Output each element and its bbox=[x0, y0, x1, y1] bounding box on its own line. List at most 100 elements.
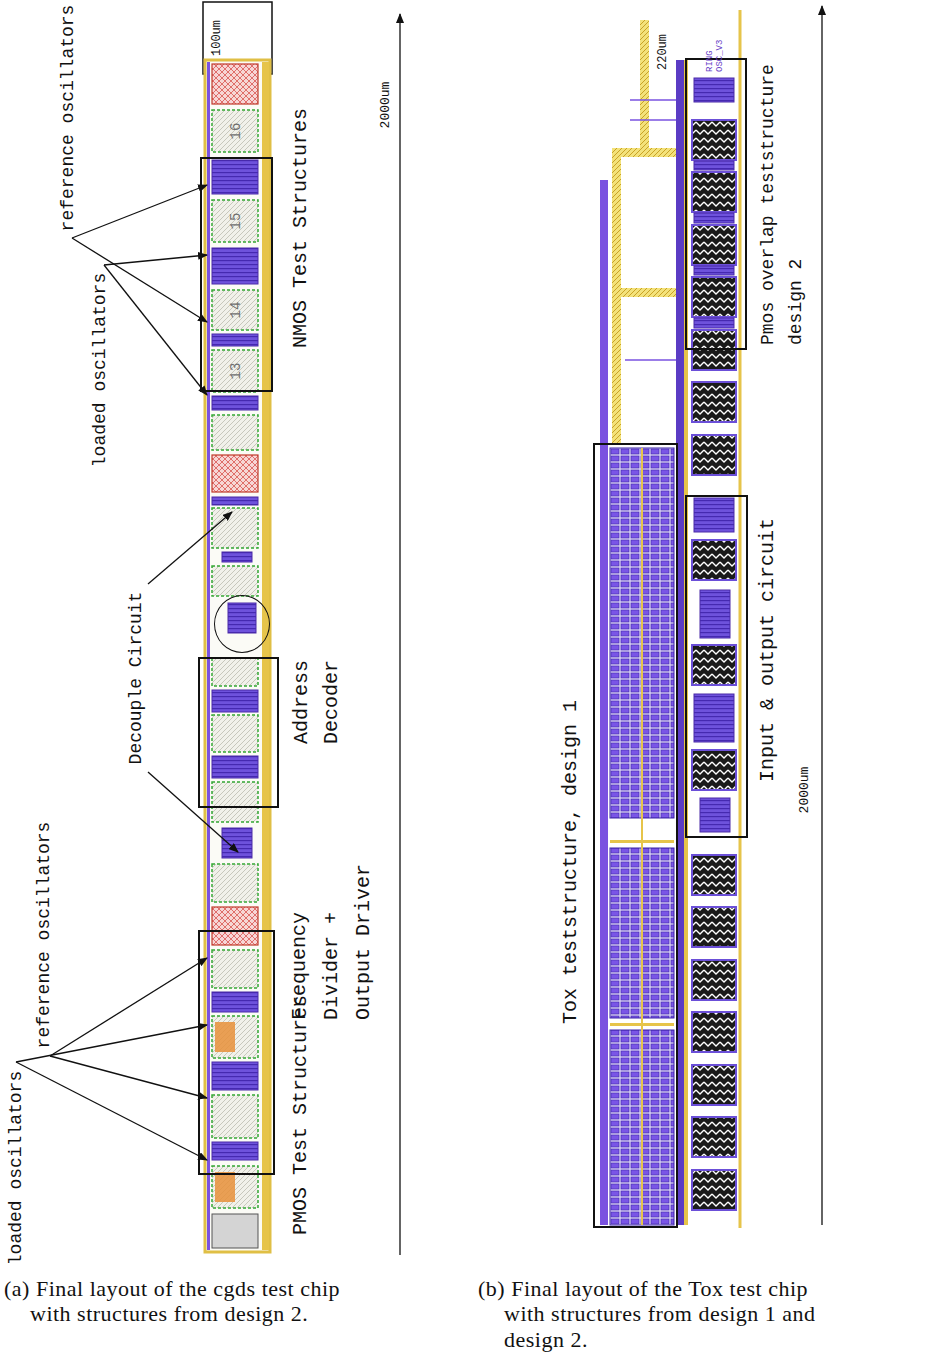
pad-number: 14 bbox=[228, 302, 244, 319]
overlap-structure bbox=[694, 161, 734, 170]
leader-arrow bbox=[16, 1062, 207, 1160]
oscillator-block bbox=[212, 160, 258, 194]
test-pad bbox=[212, 566, 258, 596]
divider-block bbox=[212, 756, 258, 778]
cgds-chip-layout bbox=[203, 2, 272, 1252]
test-pad bbox=[212, 1166, 258, 1208]
oscillator-block bbox=[212, 992, 258, 1012]
yellow-wire bbox=[641, 448, 643, 1225]
ground-rail bbox=[207, 62, 210, 1250]
ring-oscillator bbox=[694, 78, 734, 102]
cell-name: RING OSC_V3 bbox=[706, 32, 726, 72]
pad-number: 13 bbox=[228, 363, 244, 380]
bond-pad bbox=[692, 1065, 736, 1105]
test-pad bbox=[212, 415, 258, 450]
overlap-structure bbox=[694, 318, 734, 328]
dimension-label: 220um bbox=[657, 34, 671, 70]
oscillator-block bbox=[212, 1062, 258, 1090]
leader-arrow bbox=[148, 772, 238, 852]
chip-outline bbox=[205, 60, 270, 1252]
bond-pad bbox=[692, 225, 736, 265]
decouple-block bbox=[222, 552, 252, 562]
region-label: Input & output circuit bbox=[756, 518, 779, 782]
chip-ground bbox=[596, 8, 742, 1228]
test-pad bbox=[212, 200, 258, 242]
test-pad bbox=[212, 110, 258, 152]
test-pad bbox=[212, 950, 258, 988]
region-label: Pmos overlap teststructure design 2 bbox=[755, 55, 811, 345]
supply-rail bbox=[262, 62, 269, 1250]
bond-pad bbox=[692, 540, 736, 580]
bond-pad bbox=[692, 750, 736, 790]
dimension-label: 100um bbox=[211, 20, 225, 56]
io-circuit bbox=[694, 694, 734, 742]
metal-line bbox=[630, 119, 676, 121]
callout-label: Decouple Circuit bbox=[126, 592, 147, 765]
test-pad bbox=[212, 508, 258, 548]
pad-number: 15 bbox=[228, 213, 244, 230]
callout-label: reference oscillators bbox=[34, 822, 55, 1049]
leader-arrow bbox=[72, 185, 207, 238]
orange-structure bbox=[215, 1022, 235, 1052]
leader-lines bbox=[16, 6, 822, 1255]
leader-arrow bbox=[50, 958, 207, 1056]
test-pad bbox=[212, 715, 258, 752]
test-structure-region: Pmos overlap teststructure design 2 bbox=[685, 58, 747, 350]
oscillator-block bbox=[212, 1142, 258, 1160]
test-pad bbox=[212, 1016, 258, 1058]
orange-structure bbox=[215, 1172, 235, 1202]
region-label: Tox teststructure, design 1 bbox=[559, 700, 582, 1024]
bond-pad bbox=[692, 1117, 736, 1157]
bond-pad bbox=[692, 120, 736, 160]
bond-pad bbox=[692, 1170, 736, 1210]
callout-label: reference oscillators bbox=[58, 5, 79, 232]
test-pad bbox=[212, 1095, 258, 1138]
test-pad bbox=[212, 658, 258, 686]
bond-pad bbox=[212, 455, 258, 492]
callout-label: loaded oscillators bbox=[90, 273, 111, 467]
test-pad bbox=[212, 290, 258, 330]
region-label: NMOS Test Structures bbox=[289, 108, 312, 348]
test-structure-region: NMOS Test Structures bbox=[200, 157, 273, 392]
figure-caption: (b) Final layout of the Tox test chip wi… bbox=[478, 1276, 852, 1352]
length-arrow bbox=[399, 14, 400, 1255]
bond-pad bbox=[692, 382, 736, 422]
decoder-block bbox=[228, 603, 256, 633]
dimension-label: 2000um bbox=[798, 767, 813, 814]
io-circuit bbox=[700, 798, 730, 832]
bond-pad bbox=[212, 907, 258, 945]
region-label: PMOS Test Structures bbox=[289, 995, 312, 1235]
test-pad bbox=[212, 350, 258, 392]
metal-line bbox=[625, 359, 676, 361]
bond-pad bbox=[692, 960, 736, 1000]
figure-caption: (a) Final layout of the cgds test chip w… bbox=[4, 1276, 378, 1327]
yellow-wire bbox=[640, 20, 649, 148]
bond-pad bbox=[692, 330, 736, 370]
callout-label: loaded oscillators bbox=[6, 1071, 27, 1265]
bond-pad bbox=[692, 645, 736, 685]
io-circuit bbox=[700, 590, 730, 638]
io-region: Input & output circuit bbox=[685, 495, 748, 838]
bond-pad bbox=[692, 172, 736, 212]
dimension-label: 2000um bbox=[379, 82, 394, 129]
oscillator-block bbox=[212, 396, 258, 410]
bond-pad bbox=[692, 277, 736, 317]
leader-arrow bbox=[104, 265, 207, 395]
corner-pad bbox=[212, 1214, 258, 1248]
bond-pad bbox=[692, 907, 736, 947]
pad-number: 16 bbox=[228, 123, 244, 140]
bond-pad bbox=[212, 64, 258, 104]
test-structure-region: Tox teststructure, design 1 bbox=[593, 443, 678, 1228]
bond-pad bbox=[692, 1012, 736, 1052]
oscillator-block bbox=[212, 248, 258, 284]
leader-arrow bbox=[148, 512, 232, 584]
overlap-structure bbox=[694, 213, 734, 223]
metal-line bbox=[630, 99, 676, 101]
leader-arrow bbox=[104, 255, 207, 265]
bond-pad bbox=[692, 435, 736, 475]
divider-block bbox=[212, 690, 258, 712]
decouple-block bbox=[222, 828, 252, 858]
yellow-wire bbox=[612, 148, 621, 443]
length-arrow bbox=[821, 6, 822, 1225]
decoder-circle: Address Decoder bbox=[214, 595, 270, 653]
